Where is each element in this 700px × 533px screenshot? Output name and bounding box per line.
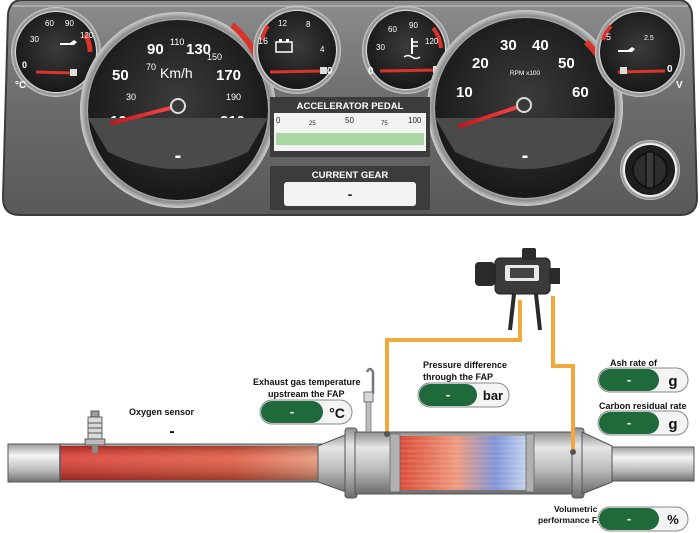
voltage-gauge: 5 2.5 0 V	[595, 7, 685, 97]
exhaust-inlet-pipe	[7, 443, 329, 483]
current-gear-title: CURRENT GEAR	[312, 170, 389, 181]
exhaust-temp-label-line1: Exhaust gas temperature	[253, 377, 361, 387]
exhaust-temp-value: -	[290, 404, 294, 419]
accelerator-pedal-title: ACCELERATOR PEDAL	[297, 101, 404, 112]
pedal-tick-100: 100	[408, 116, 422, 125]
oil-tick-90: 90	[65, 19, 74, 28]
pressure-diff-unit: bar	[483, 388, 503, 403]
oil-temp-needle	[35, 70, 75, 75]
accelerator-pedal-bar	[276, 133, 424, 145]
speed-tick-70: 70	[146, 62, 156, 72]
pedal-tick-75: 75	[381, 121, 388, 127]
coolant-tick-120: 120	[425, 37, 439, 46]
speed-unit: Km/h	[160, 65, 193, 81]
battery-needle	[269, 69, 326, 74]
oil-temp-unit: °C	[15, 80, 26, 91]
speedometer: 10 50 90 130 170 210 30 70 110 150 190 K…	[80, 12, 276, 208]
rpm-tick-30: 30	[500, 37, 517, 54]
voltage-unit: V	[676, 80, 683, 91]
oil-tick-0: 0	[22, 60, 27, 70]
volumetric-display: - %	[597, 506, 689, 532]
current-gear-panel: CURRENT GEAR -	[270, 166, 430, 210]
oil-tick-60: 60	[45, 19, 54, 28]
speed-tick-190: 190	[226, 92, 241, 102]
coolant-tick-90: 90	[409, 21, 418, 30]
temperature-probe	[363, 367, 375, 433]
battery-tick-4: 4	[320, 45, 325, 54]
oxygen-sensor-probe	[84, 410, 106, 453]
speed-tick-130: 130	[186, 41, 211, 58]
fap-filter-canister	[317, 427, 613, 499]
rpm-tick-60: 60	[572, 84, 589, 101]
battery-tick-0: 0	[327, 66, 333, 77]
pressure-sensor-lines	[385, 296, 575, 452]
pressure-diff-value: -	[446, 387, 450, 402]
coolant-needle	[379, 68, 439, 73]
oil-tick-30: 30	[30, 35, 39, 44]
speed-tick-150: 150	[207, 52, 222, 62]
rpm-unit: RPM x100	[510, 70, 541, 77]
rpm-tick-10: 10	[456, 84, 473, 101]
oil-can-icon	[618, 47, 635, 52]
voltage-tick-2-5: 2.5	[644, 35, 654, 42]
coolant-tick-60: 60	[388, 25, 397, 34]
ash-rate-value: -	[627, 372, 631, 387]
pressure-sensor-icon	[475, 248, 560, 331]
volumetric-label-line2: performance FAP	[538, 515, 609, 525]
rpm-tick-20: 20	[472, 55, 489, 72]
battery-tick-16: 16	[258, 36, 268, 46]
pressure-diff-label-line1: Pressure difference	[423, 360, 507, 370]
volumetric-unit: %	[667, 512, 679, 527]
ash-rate-display: - g	[597, 367, 689, 393]
oil-tick-120: 120	[80, 31, 94, 40]
pedal-tick-0: 0	[276, 116, 281, 125]
rpm-readout: -	[522, 145, 529, 167]
carbon-rate-unit: g	[668, 416, 677, 433]
current-gear-value: -	[348, 186, 353, 202]
ash-rate-unit: g	[668, 373, 677, 390]
coolant-gauge: 0 30 60 90 120	[362, 6, 450, 94]
pressure-diff-label-line2: through the FAP	[423, 372, 493, 382]
oxygen-sensor-value: -	[169, 423, 174, 440]
volumetric-value: -	[627, 511, 631, 526]
pressure-diff-display: - bar	[417, 382, 510, 408]
exhaust-outlet-pipe	[611, 446, 695, 482]
oxygen-sensor-label: Oxygen sensor	[129, 407, 195, 417]
voltage-tick-0: 0	[667, 64, 673, 75]
coolant-temperature-icon	[403, 38, 421, 60]
battery-gauge: 16 12 8 4 0	[253, 6, 341, 94]
rpm-tick-40: 40	[532, 37, 549, 54]
pressure-line-fittings	[384, 431, 576, 455]
exhaust-temp-label-line2: upstream the FAP	[268, 389, 345, 399]
voltage-tick-5: 5	[606, 32, 611, 42]
rpm-needle	[458, 103, 526, 128]
volumetric-label-line1: Volumetric	[554, 504, 598, 514]
coolant-tick-30: 30	[376, 43, 385, 52]
speed-tick-90: 90	[147, 41, 164, 58]
carbon-rate-display: - g	[597, 410, 689, 436]
speed-tick-110: 110	[170, 37, 184, 47]
ignition-knob-icon[interactable]	[620, 140, 680, 200]
speed-tick-30: 30	[126, 92, 136, 102]
oil-temperature-gauge: 0 30 60 90 120 °C	[11, 7, 101, 97]
battery-tick-8: 8	[306, 20, 311, 29]
speed-readout: -	[175, 145, 182, 167]
carbon-rate-value: -	[627, 415, 631, 430]
speed-tick-170: 170	[216, 67, 241, 84]
pedal-tick-25: 25	[309, 121, 316, 127]
rpm-tick-50: 50	[558, 55, 575, 72]
speed-tick-50: 50	[112, 67, 129, 84]
tachometer: 0 10 20 30 40 50 60 70 RPM x100 -	[427, 10, 623, 206]
exhaust-temp-display: - °C	[259, 399, 353, 425]
speed-needle	[110, 104, 180, 125]
exhaust-temp-unit: °C	[329, 405, 345, 421]
coolant-tick-0: 0	[368, 66, 374, 77]
ash-rate-label: Ash rate of	[610, 358, 658, 368]
battery-icon	[275, 39, 293, 53]
carbon-rate-label: Carbon residual rate	[599, 401, 687, 411]
pedal-tick-50: 50	[345, 116, 354, 125]
oil-can-icon	[60, 40, 77, 45]
battery-tick-12: 12	[278, 19, 287, 28]
accelerator-pedal-panel: ACCELERATOR PEDAL 0 25 50 75 100	[270, 97, 430, 157]
